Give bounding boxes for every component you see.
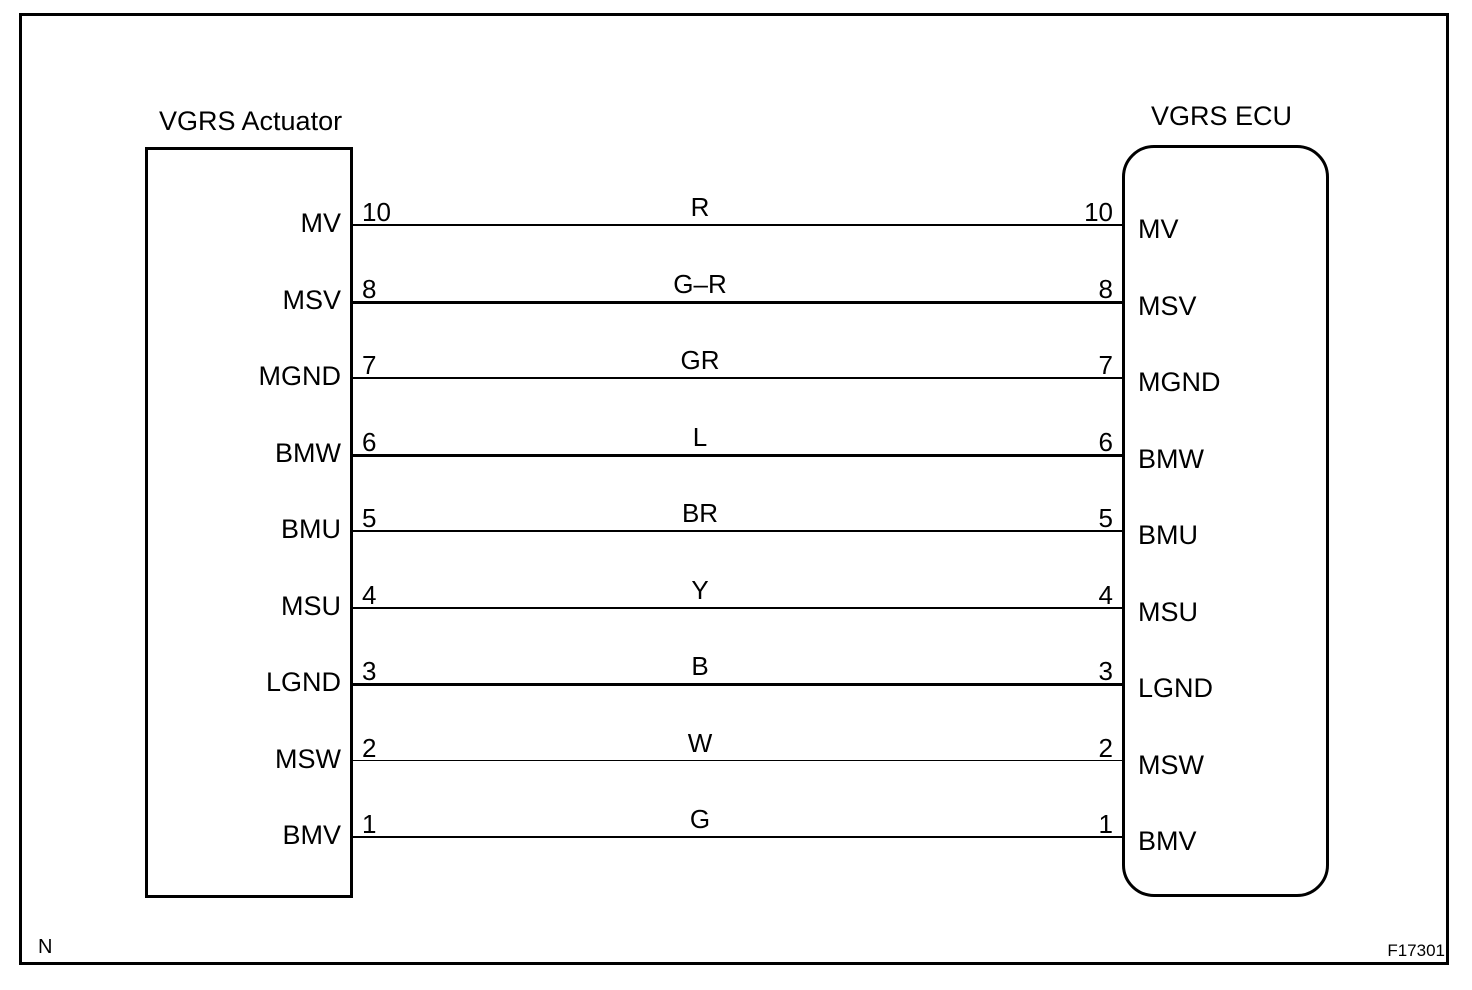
- wire-color-code: W: [687, 728, 713, 758]
- wire-line: [352, 760, 1122, 761]
- ecu-pin-number: 7: [1098, 350, 1113, 380]
- ecu-pin-label: BMW: [1138, 444, 1204, 474]
- actuator-pin-label: MGND: [258, 361, 342, 391]
- actuator-pin-label: LGND: [265, 667, 341, 697]
- actuator-box-title: VGRS Actuator: [159, 106, 343, 136]
- ecu-pin-number: 3: [1098, 656, 1113, 686]
- actuator-pin-number: 5: [362, 503, 377, 533]
- figure-code: F17301: [1387, 941, 1445, 960]
- wire-color-code: R: [690, 192, 710, 222]
- actuator-pin-label: MSW: [275, 744, 341, 774]
- ecu-pin-number: 6: [1098, 427, 1113, 457]
- wire-color-code: GR: [680, 345, 720, 375]
- wire-line: [352, 224, 1122, 226]
- wire-color-code: Y: [691, 575, 709, 605]
- wire-color-code: G–R: [673, 269, 727, 299]
- ecu-pin-number: 5: [1098, 503, 1113, 533]
- actuator-pin-label: MSV: [282, 285, 341, 315]
- wire-line: [352, 836, 1122, 838]
- ecu-pin-label: BMV: [1138, 826, 1197, 856]
- wire-line: [352, 683, 1122, 686]
- wire-color-code: L: [692, 422, 708, 452]
- ecu-box: [1122, 145, 1329, 897]
- actuator-pin-number: 3: [362, 656, 377, 686]
- actuator-pin-number: 7: [362, 350, 377, 380]
- wire-line: [352, 530, 1122, 532]
- actuator-pin-label: BMV: [282, 820, 341, 850]
- wire-line: [352, 607, 1122, 609]
- ecu-pin-label: MSV: [1138, 291, 1197, 321]
- ecu-pin-number: 2: [1098, 733, 1113, 763]
- actuator-pin-number: 1: [362, 809, 377, 839]
- actuator-box: [145, 147, 353, 898]
- wire-color-code: G: [689, 804, 711, 834]
- wire-line: [352, 454, 1122, 457]
- actuator-pin-label: BMW: [275, 438, 341, 468]
- ecu-pin-number: 1: [1098, 809, 1113, 839]
- actuator-pin-number: 10: [362, 197, 391, 227]
- actuator-pin-label: MV: [300, 208, 342, 238]
- diagram-frame: [19, 13, 1449, 965]
- ecu-pin-label: LGND: [1138, 673, 1214, 703]
- actuator-pin-number: 6: [362, 427, 377, 457]
- ecu-pin-label: BMU: [1138, 520, 1198, 550]
- wire-line: [352, 377, 1122, 379]
- actuator-pin-number: 2: [362, 733, 377, 763]
- wire-line: [352, 301, 1122, 304]
- ecu-pin-number: 8: [1098, 274, 1113, 304]
- actuator-pin-number: 8: [362, 274, 377, 304]
- ecu-pin-label: MSW: [1138, 750, 1204, 780]
- ecu-pin-label: MSU: [1138, 597, 1198, 627]
- actuator-pin-label: BMU: [281, 514, 341, 544]
- ecu-pin-label: MGND: [1138, 367, 1221, 397]
- actuator-pin-label: MSU: [281, 591, 341, 621]
- footnote-n: N: [38, 936, 53, 958]
- actuator-pin-number: 4: [362, 580, 377, 610]
- ecu-pin-label: MV: [1138, 214, 1179, 244]
- ecu-box-title: VGRS ECU: [1151, 101, 1293, 131]
- ecu-pin-number: 4: [1098, 580, 1113, 610]
- wire-color-code: B: [691, 651, 709, 681]
- wire-color-code: BR: [681, 498, 719, 528]
- ecu-pin-number: 10: [1084, 197, 1113, 227]
